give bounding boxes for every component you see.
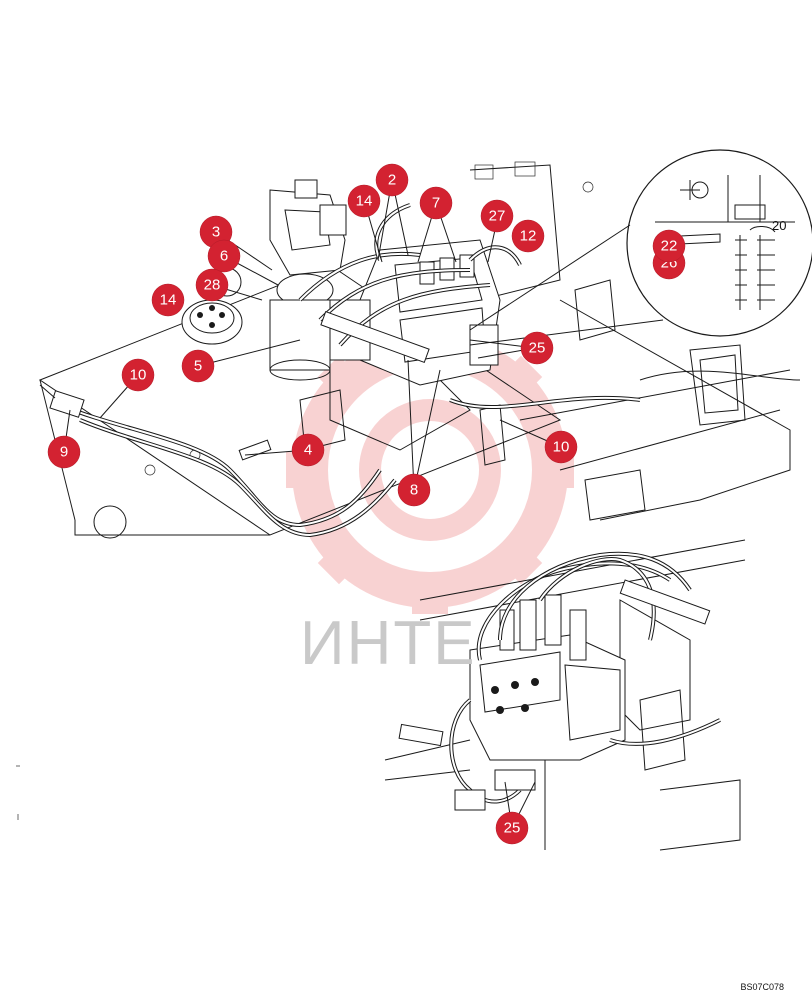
callout-27: 27 xyxy=(480,199,514,233)
svg-text:14: 14 xyxy=(160,292,177,309)
callout-8: 8 xyxy=(397,473,431,507)
callout-14-top: 14 xyxy=(347,184,381,218)
inset-label: 20 xyxy=(772,218,786,233)
lower-detail-drawing xyxy=(384,539,746,851)
svg-text:3: 3 xyxy=(212,224,220,241)
callout-2: 2 xyxy=(375,163,409,197)
svg-text:25: 25 xyxy=(529,340,546,357)
callout-22: 22 xyxy=(652,229,686,263)
callout-14-left: 14 xyxy=(151,283,185,317)
callout-5: 5 xyxy=(181,349,215,383)
callout-4: 4 xyxy=(291,433,325,467)
svg-text:8: 8 xyxy=(410,482,418,499)
callout-25-lower: 25 xyxy=(495,811,529,845)
svg-text:4: 4 xyxy=(304,442,312,459)
swing-motor xyxy=(181,299,243,345)
svg-text:28: 28 xyxy=(204,277,221,294)
watermark-text: ИНТЕ xyxy=(300,609,477,678)
svg-text:10: 10 xyxy=(130,367,147,384)
hoses-upper xyxy=(39,203,801,538)
svg-text:22: 22 xyxy=(661,238,678,255)
upper-frame-drawing xyxy=(38,161,791,539)
svg-text:9: 9 xyxy=(60,444,68,461)
callout-12: 12 xyxy=(511,219,545,253)
drawing-code: BS07C078 xyxy=(740,982,784,992)
pilot-valve-assembly xyxy=(269,179,347,381)
svg-text:7: 7 xyxy=(432,195,440,212)
svg-text:27: 27 xyxy=(489,208,506,225)
svg-text:10: 10 xyxy=(553,439,570,456)
callout-7: 7 xyxy=(419,186,453,220)
svg-text:25: 25 xyxy=(504,820,521,837)
callout-25-upper: 25 xyxy=(520,331,554,365)
svg-text:5: 5 xyxy=(194,358,202,375)
svg-text:2: 2 xyxy=(388,172,396,189)
svg-text:14: 14 xyxy=(356,193,373,210)
callout-10-left: 10 xyxy=(121,358,155,392)
callout-9: 9 xyxy=(47,435,81,469)
callout-10-right: 10 xyxy=(544,430,578,464)
callout-28: 28 xyxy=(195,268,229,302)
inset-detail: 20 xyxy=(469,149,812,346)
callout-6: 6 xyxy=(207,239,241,273)
svg-text:6: 6 xyxy=(220,248,228,265)
svg-text:12: 12 xyxy=(520,228,537,245)
